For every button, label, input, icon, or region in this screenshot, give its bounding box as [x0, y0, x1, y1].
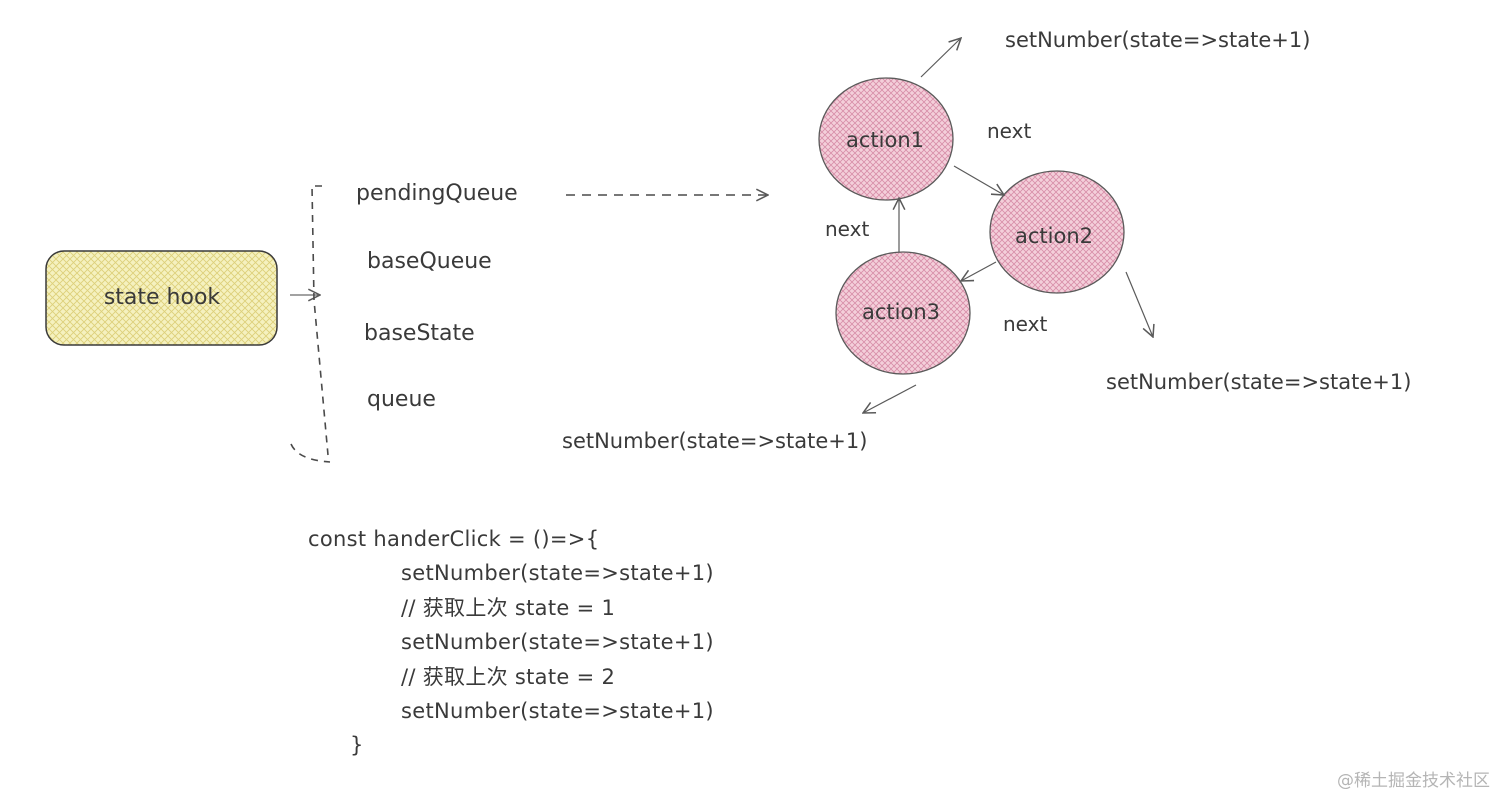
code-comment: // 获取上次 state = 1	[401, 595, 616, 620]
update-label-action3: setNumber(state=>state+1)	[562, 429, 867, 453]
field-pending-queue: pendingQueue	[356, 181, 518, 206]
next-label-3: next	[1003, 312, 1047, 336]
action3-label: action3	[862, 300, 940, 324]
update-arrow-action2	[1125, 271, 1153, 337]
next-label-2: next	[825, 217, 869, 241]
update-label-action1: setNumber(state=>state+1)	[1005, 28, 1310, 52]
code-comment: // 获取上次 state = 2	[401, 664, 616, 689]
next-arrow-2-to-3	[961, 261, 997, 281]
code-line: setNumber(state=>state+1)	[401, 630, 714, 655]
field-base-state: baseState	[364, 321, 475, 346]
watermark: @稀土掘金技术社区	[1337, 771, 1490, 791]
action2-label: action2	[1015, 224, 1093, 248]
field-base-queue: baseQueue	[367, 249, 492, 274]
next-label-1: next	[987, 119, 1031, 143]
update-arrow-action1	[920, 38, 961, 78]
update-label-action2: setNumber(state=>state+1)	[1106, 370, 1411, 394]
code-footer: }	[350, 733, 364, 758]
action3-node: action3	[835, 251, 971, 375]
code-snippet: const handerClick = ()=>{ setNumber(stat…	[308, 522, 714, 763]
action2-node: action2	[989, 170, 1125, 294]
code-line: setNumber(state=>state+1)	[401, 561, 714, 586]
state-hook-label: state hook	[104, 285, 221, 310]
code-line: setNumber(state=>state+1)	[401, 698, 714, 723]
action1-node: action1	[818, 77, 954, 201]
action1-label: action1	[846, 128, 924, 152]
state-hook-node: state hook	[45, 250, 278, 346]
code-header: const handerClick = ()=>{	[308, 527, 600, 551]
field-queue: queue	[367, 387, 436, 412]
next-arrow-1-to-2	[953, 165, 1004, 195]
update-arrow-action3	[863, 384, 917, 413]
fields-bracket	[290, 185, 331, 463]
